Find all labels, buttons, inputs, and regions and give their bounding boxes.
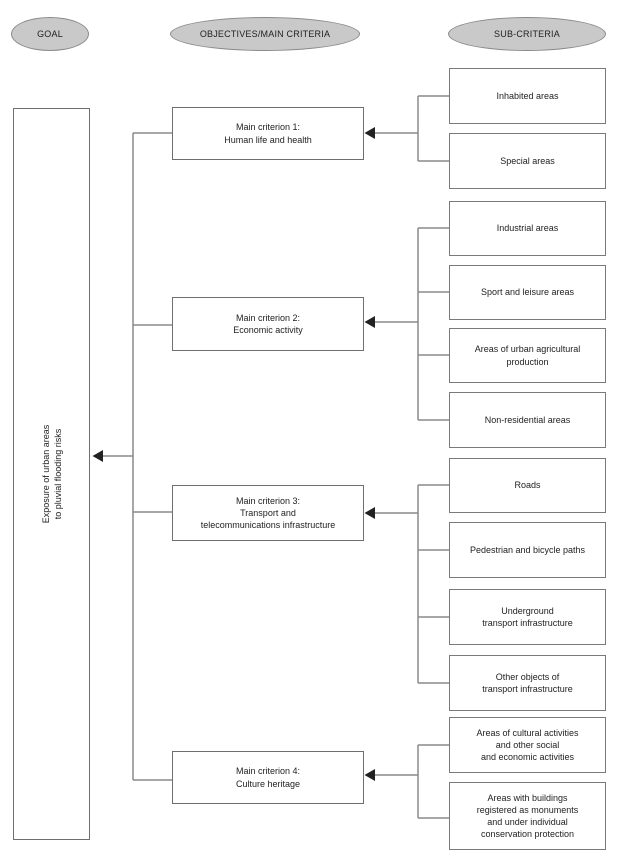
sub-criterion-inhabited-areas: Inhabited areas	[449, 68, 606, 124]
main-criterion-3: Main criterion 3: Transport and telecomm…	[172, 485, 364, 541]
sub-criterion-other-transport: Other objects of transport infrastructur…	[449, 655, 606, 711]
sub-criterion-underground-transport: Underground transport infrastructure	[449, 589, 606, 645]
header-objectives: OBJECTIVES/MAIN CRITERIA	[170, 17, 360, 51]
sub-criterion-special-areas: Special areas	[449, 133, 606, 189]
header-objectives-label: OBJECTIVES/MAIN CRITERIA	[199, 29, 331, 39]
sub-criterion-industrial-areas: Industrial areas	[449, 201, 606, 256]
sub-criterion-roads: Roads	[449, 458, 606, 513]
goal-box: Exposure of urban areas to pluvial flood…	[13, 108, 90, 840]
sub-criterion-monument-buildings: Areas with buildings registered as monum…	[449, 782, 606, 850]
sub-criterion-urban-agriculture: Areas of urban agricultural production	[449, 328, 606, 383]
main-criterion-2: Main criterion 2: Economic activity	[172, 297, 364, 351]
header-goal-label: GOAL	[37, 29, 63, 39]
sub-criterion-cultural-activities: Areas of cultural activities and other s…	[449, 717, 606, 773]
sub-criterion-non-residential-areas: Non-residential areas	[449, 392, 606, 448]
sub-criterion-sport-leisure-areas: Sport and leisure areas	[449, 265, 606, 320]
sub-criterion-pedestrian-bicycle-paths: Pedestrian and bicycle paths	[449, 522, 606, 578]
main-criterion-1: Main criterion 1: Human life and health	[172, 107, 364, 160]
main-criterion-4: Main criterion 4: Culture heritage	[172, 751, 364, 804]
header-goal: GOAL	[11, 17, 89, 51]
header-sub-criteria: SUB-CRITERIA	[448, 17, 606, 51]
goal-text: Exposure of urban areas to pluvial flood…	[40, 424, 63, 524]
header-sub-criteria-label: SUB-CRITERIA	[494, 29, 560, 39]
